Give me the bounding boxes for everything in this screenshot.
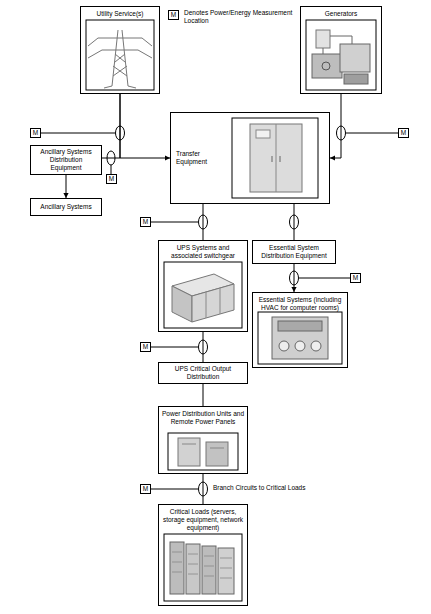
edge-label: Branch Circuits to Critical Loads bbox=[212, 484, 306, 492]
measurement-marker: M bbox=[106, 174, 117, 184]
measurement-marker: M bbox=[140, 217, 151, 227]
connector bbox=[102, 94, 120, 158]
utility-tower bbox=[86, 20, 154, 90]
equipment-box: Critical Loads (servers, storage equipme… bbox=[158, 504, 248, 606]
text-holder: Generators bbox=[304, 10, 378, 18]
connector-line bbox=[203, 204, 204, 240]
text-holder: Ancillary Systems Distribution Equipment bbox=[34, 146, 98, 174]
box-label: UPS Systems and associated switchgear bbox=[162, 244, 244, 260]
text-holder: Critical Loads (servers, storage equipme… bbox=[162, 508, 244, 531]
server-racks bbox=[164, 534, 242, 601]
box-label: UPS Critical Output Distribution bbox=[162, 365, 244, 381]
box-label: Power Distribution Units and Remote Powe… bbox=[162, 410, 244, 426]
connector-line bbox=[120, 94, 170, 158]
measurement-marker: M bbox=[140, 484, 151, 494]
equipment-box: Ancillary Systems Distribution Equipment bbox=[30, 145, 102, 175]
hvac-unit bbox=[258, 312, 342, 364]
measurement-marker: M bbox=[140, 342, 151, 352]
text-holder: Utility Service(s) bbox=[84, 10, 156, 18]
equipment-box: Generators bbox=[300, 6, 382, 94]
connector-line bbox=[203, 474, 204, 504]
box-label: Critical Loads (servers, storage equipme… bbox=[162, 508, 244, 531]
box-label: Utility Service(s) bbox=[84, 10, 156, 18]
connector-line bbox=[294, 204, 295, 240]
box-label: Essential System Distribution Equipment bbox=[256, 244, 332, 260]
measurement-marker: M bbox=[398, 128, 409, 138]
leader-lines bbox=[41, 133, 398, 489]
box-label: Ancillary Systems bbox=[34, 203, 98, 211]
box-label: Transfer Equipment bbox=[176, 150, 232, 166]
text-holder: UPS Critical Output Distribution bbox=[162, 363, 244, 383]
generator-units bbox=[306, 20, 376, 90]
arrowhead bbox=[330, 155, 335, 160]
connector bbox=[203, 332, 204, 362]
legend-text: Denotes Power/Energy Measurement Locatio… bbox=[183, 9, 297, 25]
text-holder: Ancillary Systems bbox=[34, 199, 98, 215]
connector bbox=[291, 264, 296, 292]
connector bbox=[203, 474, 204, 504]
text-holder: Essential Systems (including HVAC for co… bbox=[256, 296, 344, 312]
connector bbox=[203, 384, 204, 406]
connector bbox=[330, 94, 341, 161]
equipment-box: UPS Critical Output Distribution bbox=[158, 362, 248, 384]
equipment-box: Essential Systems (including HVAC for co… bbox=[252, 292, 348, 368]
connector-line bbox=[102, 94, 120, 158]
connector-line bbox=[203, 332, 204, 362]
connector bbox=[120, 94, 170, 161]
equipment-box: Essential System Distribution Equipment bbox=[252, 240, 336, 264]
box-label: Essential Systems (including HVAC for co… bbox=[256, 296, 344, 312]
box-label: Generators bbox=[304, 10, 378, 18]
connector bbox=[63, 175, 68, 198]
box-label: Ancillary Systems Distribution Equipment bbox=[34, 148, 98, 171]
connector bbox=[294, 204, 295, 240]
connector-line bbox=[203, 384, 204, 406]
measurement-marker: M bbox=[350, 273, 361, 283]
pdu-cabinets bbox=[168, 433, 238, 470]
ups-cabinet bbox=[164, 262, 242, 328]
measurement-rings bbox=[107, 126, 346, 496]
text-holder: UPS Systems and associated switchgear bbox=[162, 244, 244, 260]
text-holder: Power Distribution Units and Remote Powe… bbox=[162, 410, 244, 426]
equipment-box: Transfer Equipment bbox=[170, 112, 330, 204]
connector bbox=[203, 204, 204, 240]
measurement-marker: M bbox=[30, 128, 41, 138]
text-holder: Essential System Distribution Equipment bbox=[256, 241, 332, 263]
equipment-box: Power Distribution Units and Remote Powe… bbox=[158, 406, 248, 474]
text-holder: Transfer Equipment bbox=[176, 113, 232, 203]
equipment-box: Utility Service(s) bbox=[80, 6, 160, 94]
equipment-box: UPS Systems and associated switchgear bbox=[158, 240, 248, 332]
equipment-box: Ancillary Systems bbox=[30, 198, 102, 216]
measurement-marker: M bbox=[168, 10, 179, 20]
transfer-cabinet bbox=[232, 118, 318, 198]
